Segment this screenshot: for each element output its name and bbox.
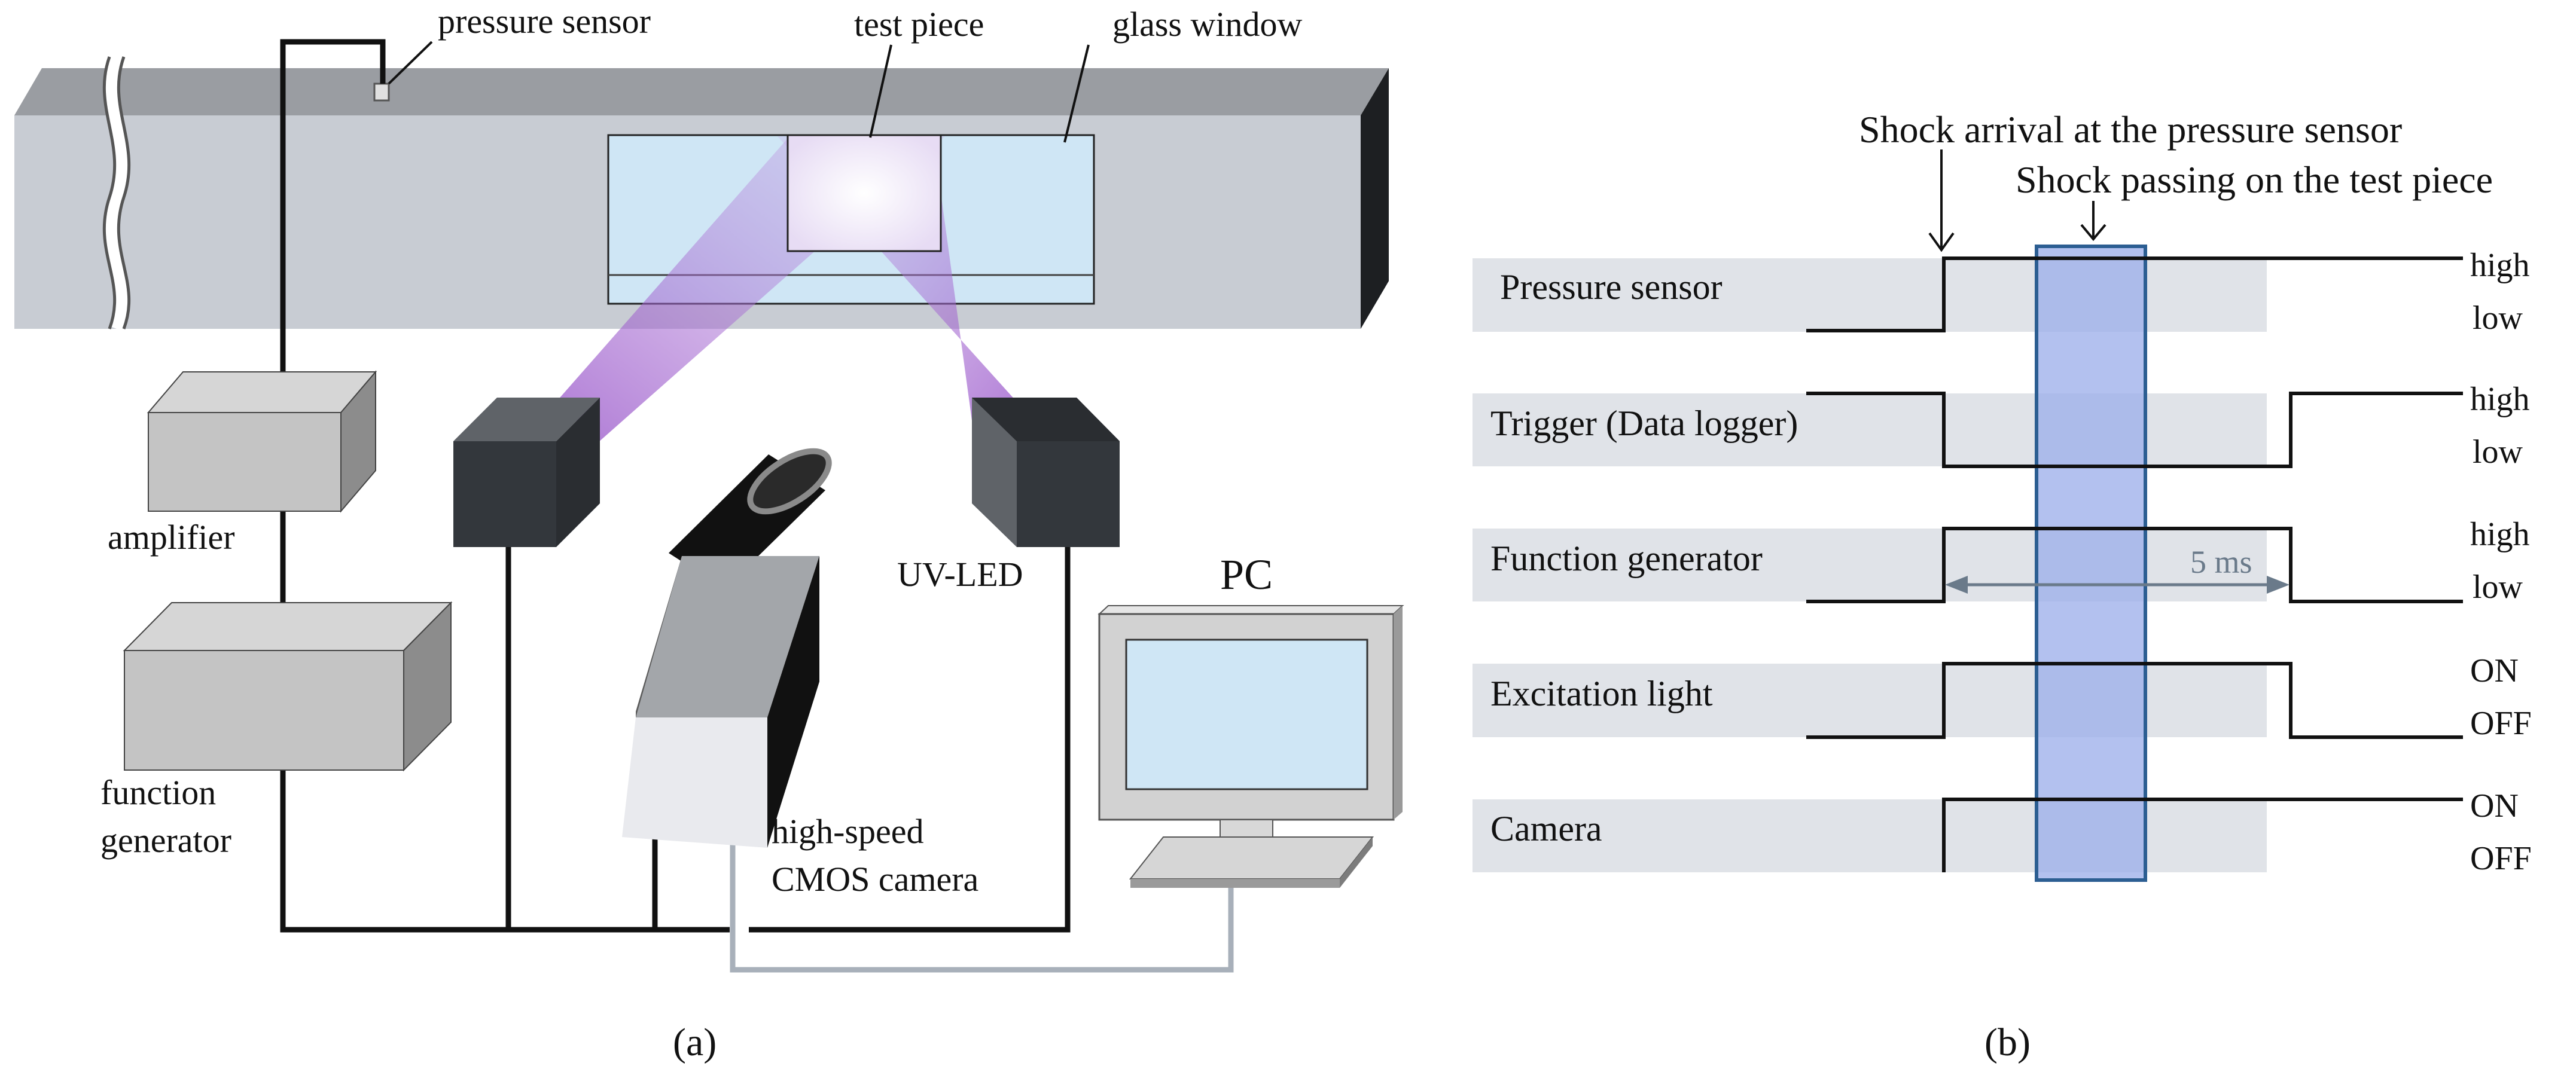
wave-excitation-light	[1806, 662, 2463, 739]
signal-name-pressure-sensor: Pressure sensor	[1500, 267, 1723, 307]
wave-camera	[1942, 798, 2463, 872]
level-lower-3: OFF	[2470, 705, 2532, 742]
level-labels: high low high low high low ON OFF ON OFF	[2470, 247, 2532, 877]
wave-function-generator	[1806, 527, 2463, 603]
label-camera-2: CMOS camera	[772, 860, 978, 899]
amplifier-box	[147, 370, 377, 513]
level-lower-1: low	[2473, 433, 2523, 471]
level-lower-0: low	[2473, 300, 2523, 337]
annotation-shock-passing: Shock passing on the test piece	[2016, 158, 2493, 201]
level-upper-4: ON	[2470, 787, 2519, 824]
waveforms	[1806, 256, 2463, 872]
pc-icon	[1098, 605, 1404, 888]
panel-b-timing: 5 ms Shock arrival at the pressure senso…	[1473, 108, 2532, 1064]
signal-name-camera: Camera	[1490, 809, 1602, 848]
uv-led-right-icon	[972, 398, 1120, 547]
duration-arrow	[1945, 576, 2290, 594]
panel-b-caption: (b)	[1984, 1021, 2031, 1064]
label-function-generator-2: generator	[100, 821, 231, 860]
level-upper-2: high	[2470, 516, 2530, 553]
annotation-arrows	[1928, 149, 2106, 252]
level-upper-3: ON	[2470, 652, 2519, 689]
level-upper-1: high	[2470, 381, 2530, 418]
camera-pc-cable	[730, 813, 1234, 973]
label-uv-led: UV-LED	[897, 555, 1023, 594]
test-piece	[786, 134, 942, 252]
uv-led-left-icon	[453, 398, 600, 547]
signal-name-excitation-light: Excitation light	[1490, 674, 1713, 713]
camera-icon	[622, 448, 832, 848]
pressure-sensor-icon	[373, 83, 390, 102]
level-upper-0: high	[2470, 247, 2530, 284]
signal-name-function-generator: Function generator	[1490, 539, 1763, 578]
function-generator-box	[123, 601, 453, 772]
shock-passing-window	[2035, 245, 2147, 882]
level-lower-2: low	[2473, 569, 2523, 606]
label-camera-1: high-speed	[772, 812, 924, 851]
panel-a-setup: pressure sensor test piece glass window …	[14, 2, 1404, 1064]
wave-pressure-sensor	[1806, 256, 2463, 332]
label-function-generator-1: function	[100, 773, 216, 812]
wave-trigger	[1806, 392, 2463, 468]
label-pressure-sensor: pressure sensor	[438, 2, 651, 41]
label-test-piece: test piece	[854, 5, 984, 44]
wiring	[280, 39, 1071, 933]
label-amplifier: amplifier	[108, 518, 235, 557]
annotation-shock-arrival: Shock arrival at the pressure sensor	[1859, 108, 2402, 151]
level-lower-4: OFF	[2470, 840, 2532, 877]
label-glass-window: glass window	[1112, 5, 1303, 44]
signal-name-trigger: Trigger (Data logger)	[1490, 404, 1798, 443]
duration-label: 5 ms	[2190, 544, 2252, 580]
label-pc: PC	[1220, 551, 1273, 598]
panel-a-caption: (a)	[673, 1021, 717, 1064]
